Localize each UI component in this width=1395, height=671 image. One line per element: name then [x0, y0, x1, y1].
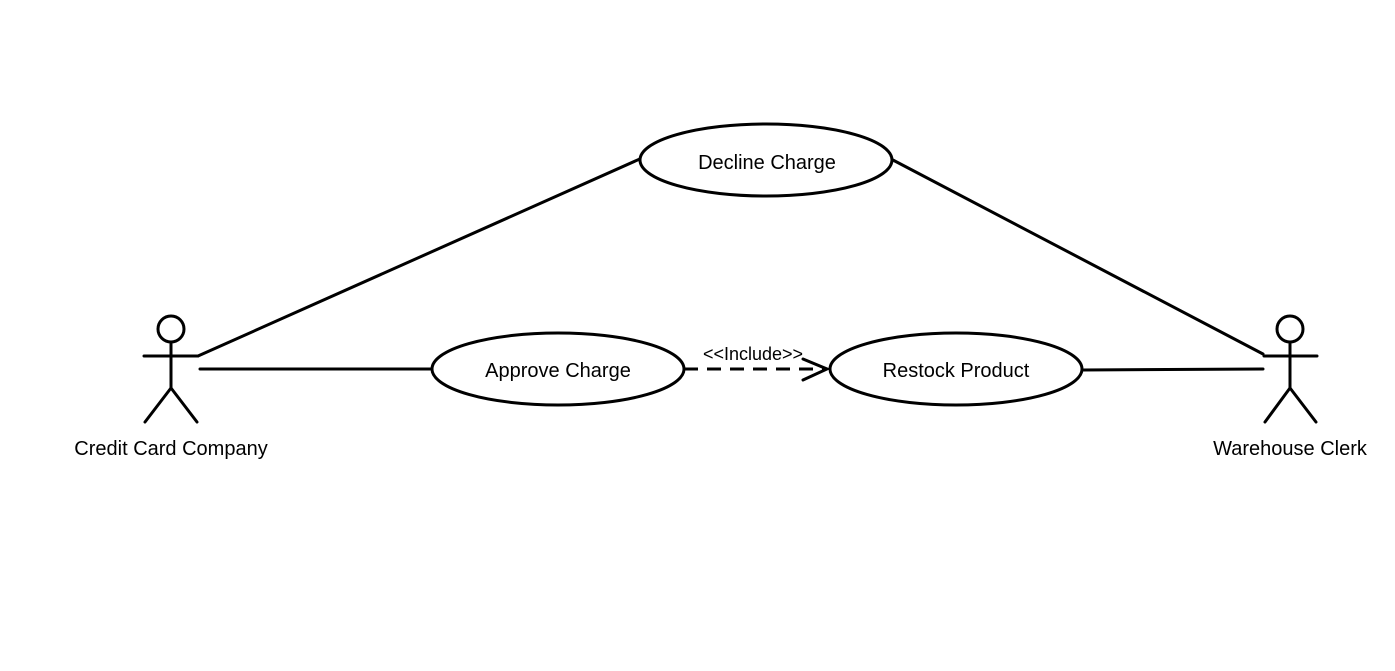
- use-case-approve-charge[interactable]: Approve Charge: [430, 331, 686, 407]
- use-case-decline-ellipse: [638, 122, 894, 198]
- association-clerk-restock: [1080, 367, 1265, 372]
- use-case-approve-ellipse: [430, 331, 686, 407]
- actor-warehouse-clerk[interactable]: Warehouse Clerk: [1213, 314, 1368, 460]
- association-credit-card-decline: [196, 156, 644, 358]
- actor-credit-card-company-label: Credit Card Company: [74, 438, 267, 460]
- actor-credit-card-company[interactable]: Credit Card Company: [74, 314, 268, 460]
- association-clerk-decline: [889, 157, 1265, 356]
- actor-warehouse-clerk-label: Warehouse Clerk: [1213, 438, 1368, 460]
- use-case-restock-label: Restock Product: [883, 360, 1030, 382]
- use-case-restock-ellipse: [828, 331, 1084, 407]
- use-case-decline-label: Decline Charge: [698, 152, 836, 174]
- use-case-approve-label: Approve Charge: [485, 360, 631, 382]
- stick-figure-icon: [142, 314, 200, 424]
- include-arrowhead: [801, 357, 831, 382]
- use-case-restock-product[interactable]: Restock Product: [828, 331, 1084, 407]
- include-stereotype-label: <<Include>>: [703, 344, 803, 364]
- stick-figure-icon: [1262, 314, 1319, 424]
- use-case-decline-charge[interactable]: Decline Charge: [638, 122, 894, 198]
